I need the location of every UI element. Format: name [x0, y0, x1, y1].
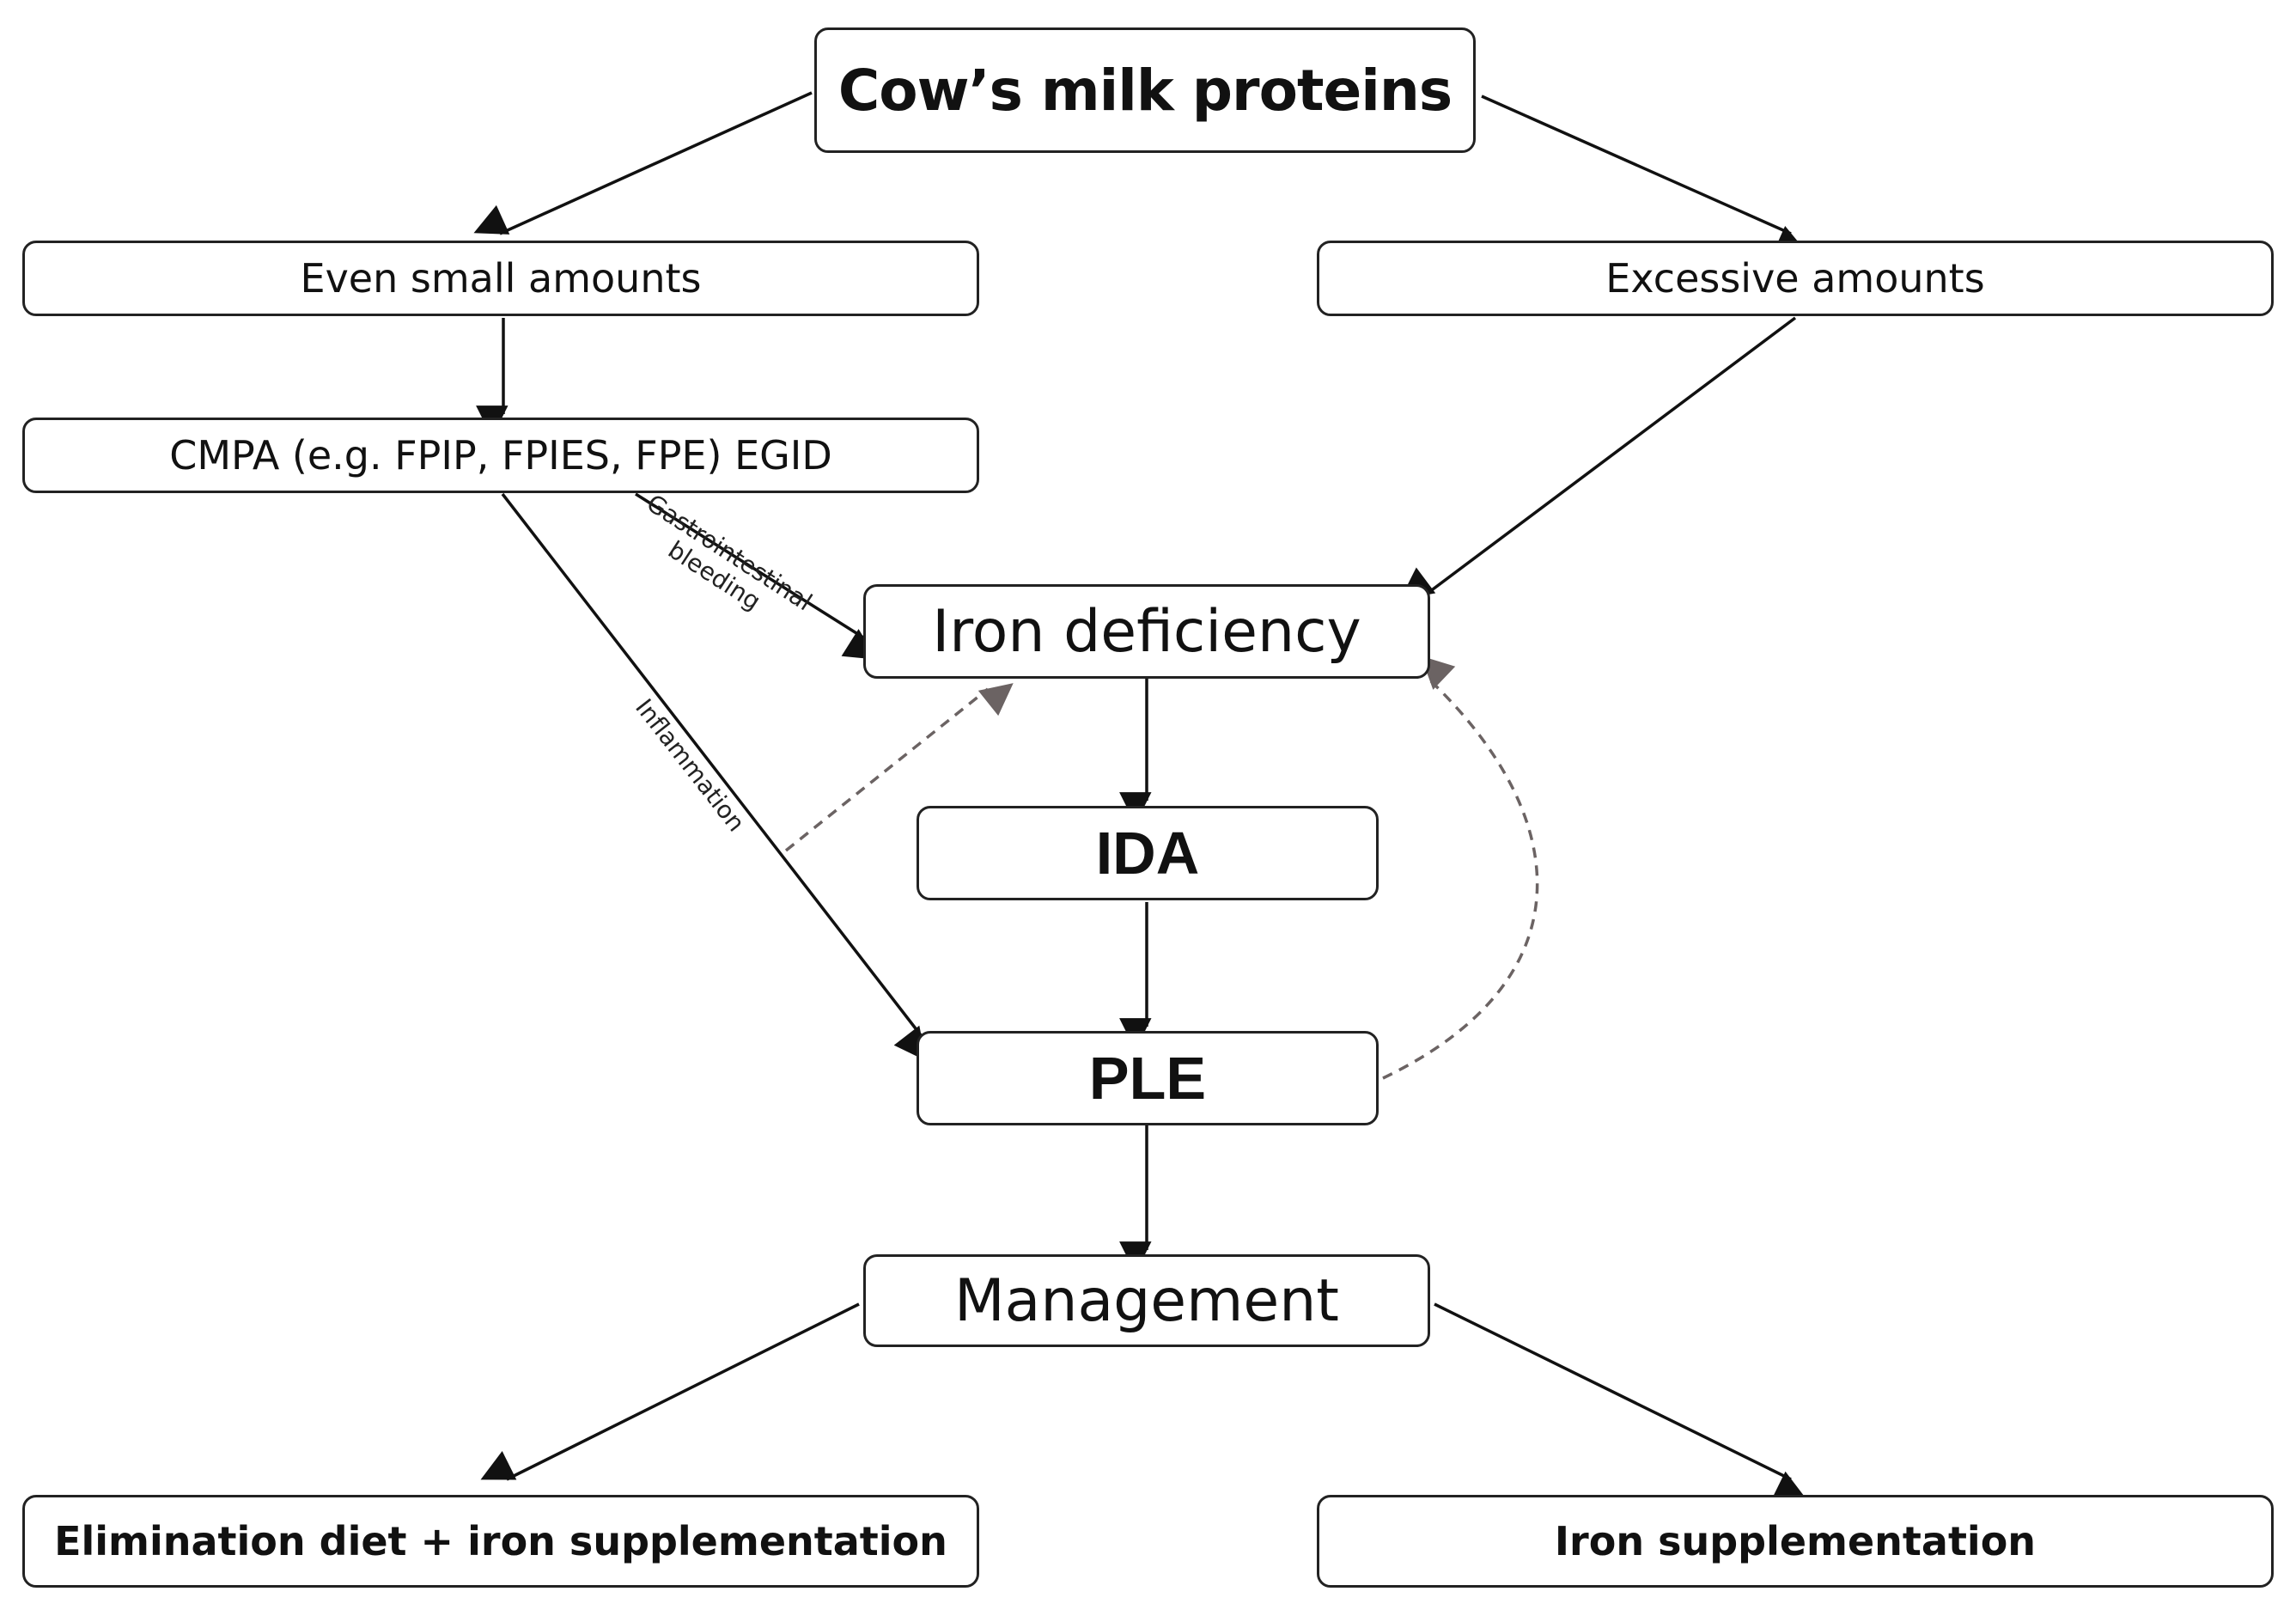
node-ple: PLE — [917, 1031, 1379, 1125]
edge-cmpa-to-ple-inflammation — [501, 492, 927, 1061]
edge-ple-to-irondef-dashed — [1382, 656, 1539, 1080]
edge-cmpa-to-irondef-gi — [635, 492, 878, 660]
node-ida-label: IDA — [1095, 820, 1200, 887]
node-even-small-amounts: Even small amounts — [22, 241, 979, 316]
edge-excessive-to-irondef — [1400, 316, 1797, 600]
node-elimination-diet: Elimination diet + iron supplementation — [22, 1495, 979, 1588]
edge-milk-to-excessive — [1481, 95, 1808, 256]
node-cows-milk-proteins: Cow’s milk proteins — [814, 27, 1476, 153]
node-cmpa-label: CMPA (e.g. FPIP, FPIES, FPE) EGID — [169, 432, 832, 479]
node-cows-milk-proteins-label: Cow’s milk proteins — [837, 57, 1453, 124]
edge-management-to-ironsupp — [1434, 1302, 1807, 1501]
node-even-small-amounts-label: Even small amounts — [300, 255, 702, 302]
node-management: Management — [863, 1254, 1430, 1347]
node-elimination-diet-label: Elimination diet + iron supplementation — [54, 1518, 947, 1564]
node-excessive-amounts-label: Excessive amounts — [1605, 255, 1985, 302]
node-excessive-amounts: Excessive amounts — [1317, 241, 2274, 316]
edge-milk-to-small — [473, 91, 813, 235]
node-iron-supplementation: Iron supplementation — [1317, 1495, 2274, 1588]
edge-inflammation-to-irondef-dashed — [784, 683, 1014, 852]
node-ida: IDA — [917, 806, 1379, 900]
edge-management-to-elimination — [480, 1302, 860, 1481]
node-management-label: Management — [954, 1266, 1339, 1335]
node-cmpa: CMPA (e.g. FPIP, FPIES, FPE) EGID — [22, 418, 979, 493]
node-iron-supplementation-label: Iron supplementation — [1554, 1518, 2037, 1564]
node-iron-deficiency: Iron deficiency — [863, 584, 1430, 679]
node-ple-label: PLE — [1088, 1045, 1207, 1112]
node-iron-deficiency-label: Iron deficiency — [932, 597, 1361, 666]
